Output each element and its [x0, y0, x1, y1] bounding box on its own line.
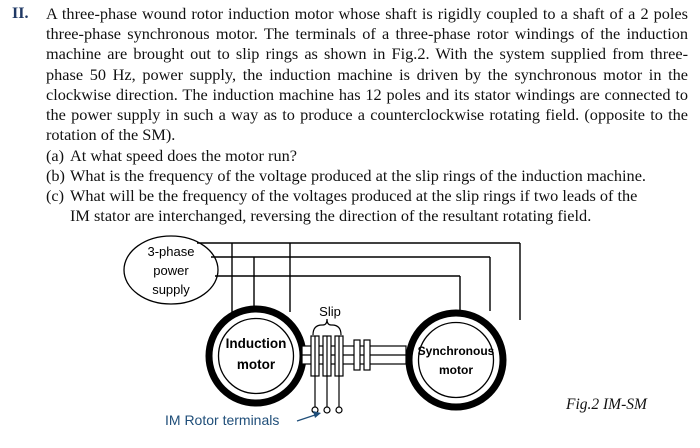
- part-tag: (b): [46, 166, 65, 185]
- im-label-line1: Induction: [226, 336, 287, 351]
- rotor-terminal-leads: [311, 376, 343, 414]
- sm-label-line1: Synchronous: [418, 344, 495, 358]
- question-number: II.: [12, 5, 29, 22]
- synchronous-motor-inner: [417, 321, 495, 399]
- rotor-terminals-label: IM Rotor terminals: [165, 412, 279, 428]
- terminals-arrow: [296, 411, 321, 422]
- figure-caption: Fig.2 IM-SM: [566, 396, 647, 413]
- question-part-c: (c) What will be the frequency of the vol…: [46, 186, 694, 226]
- supply-label-line3: supply: [152, 282, 190, 297]
- part-tag: (c): [46, 186, 65, 205]
- supply-label-line2: power: [153, 263, 189, 278]
- slip-label: Slip: [319, 304, 341, 319]
- power-supply-oval: [123, 235, 219, 305]
- question-text: A three-phase wound rotor induction moto…: [46, 4, 688, 145]
- sm-label-line2: motor: [439, 363, 473, 377]
- part-text: At what speed does the motor run?: [70, 146, 297, 165]
- im-label-line2: motor: [237, 357, 276, 372]
- slip-bracket: [312, 318, 342, 336]
- question-part-a: (a) At what speed does the motor run?: [46, 146, 694, 166]
- question-part-b: (b) What is the frequency of the voltage …: [46, 166, 694, 186]
- slip-rings: [310, 335, 344, 377]
- part-text: What is the frequency of the voltage pro…: [70, 166, 646, 185]
- supply-wires: [197, 242, 521, 320]
- induction-motor-inner: [217, 317, 295, 395]
- part-text-continued: IM stator are interchanged, reversing th…: [70, 206, 592, 226]
- part-tag: (a): [46, 146, 65, 165]
- supply-label-line1: 3-phase: [148, 244, 195, 259]
- part-text: What will be the frequency of the voltag…: [70, 186, 638, 205]
